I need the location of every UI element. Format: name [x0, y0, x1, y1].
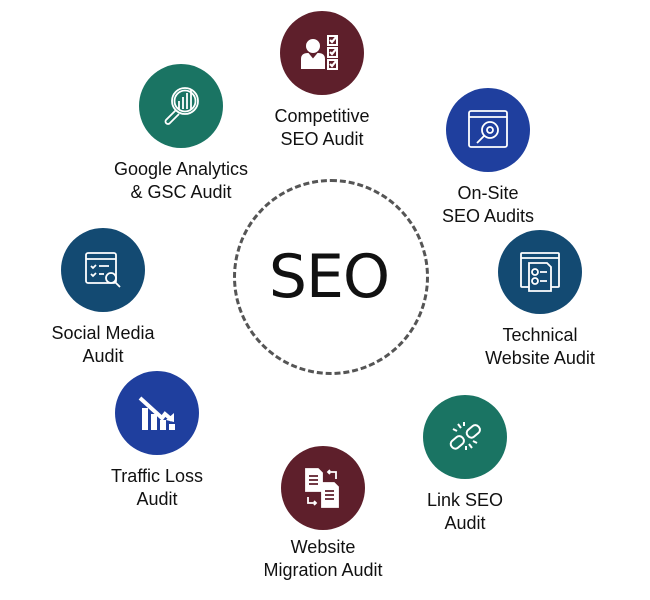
node-technical-website-audit: Technical Website Audit	[450, 230, 630, 370]
magnifier-chart-icon	[139, 64, 223, 148]
person-checklist-icon	[280, 11, 364, 95]
browser-document-icon	[498, 230, 582, 314]
node-label-line1: On-Site	[457, 183, 519, 203]
node-google-analytics-gsc-audit: Google Analytics & GSC Audit	[91, 64, 271, 204]
node-social-media-audit: Social Media Audit	[13, 228, 193, 368]
node-label-line1: Competitive	[274, 106, 370, 126]
document-swap-icon	[281, 446, 365, 530]
seo-hub-circle: SEO	[233, 179, 429, 375]
node-label-line2: Audit	[444, 513, 486, 533]
node-label-line1: Google Analytics	[113, 159, 249, 179]
node-label-line1: Website	[290, 537, 356, 557]
node-website-migration-audit: Website Migration Audit	[233, 446, 413, 582]
node-label-line1: Technical	[502, 325, 578, 345]
broken-link-icon	[423, 395, 507, 479]
browser-list-search-icon	[61, 228, 145, 312]
browser-gear-search-icon	[446, 88, 530, 172]
declining-chart-icon	[115, 371, 199, 455]
node-link-seo-audit: Link SEO Audit	[375, 395, 555, 535]
hub-label: SEO	[268, 242, 390, 312]
node-label-line2: SEO Audit	[280, 129, 364, 149]
node-label-line1: Traffic Loss	[110, 466, 204, 486]
node-traffic-loss-audit: Traffic Loss Audit	[67, 371, 247, 511]
node-label-line2: & GSC Audit	[130, 182, 232, 202]
node-label-line2: Audit	[136, 489, 178, 509]
node-label-line2: Migration Audit	[263, 560, 383, 580]
node-label-line1: Social Media	[51, 323, 155, 343]
node-label-line2: Audit	[82, 346, 124, 366]
node-on-site-seo-audits: On-Site SEO Audits	[398, 88, 578, 228]
node-label-line2: Website Audit	[485, 348, 595, 368]
node-label-line1: Link SEO	[426, 490, 504, 510]
node-label-line2: SEO Audits	[441, 206, 535, 226]
node-competitive-seo-audit: Competitive SEO Audit	[232, 11, 412, 151]
